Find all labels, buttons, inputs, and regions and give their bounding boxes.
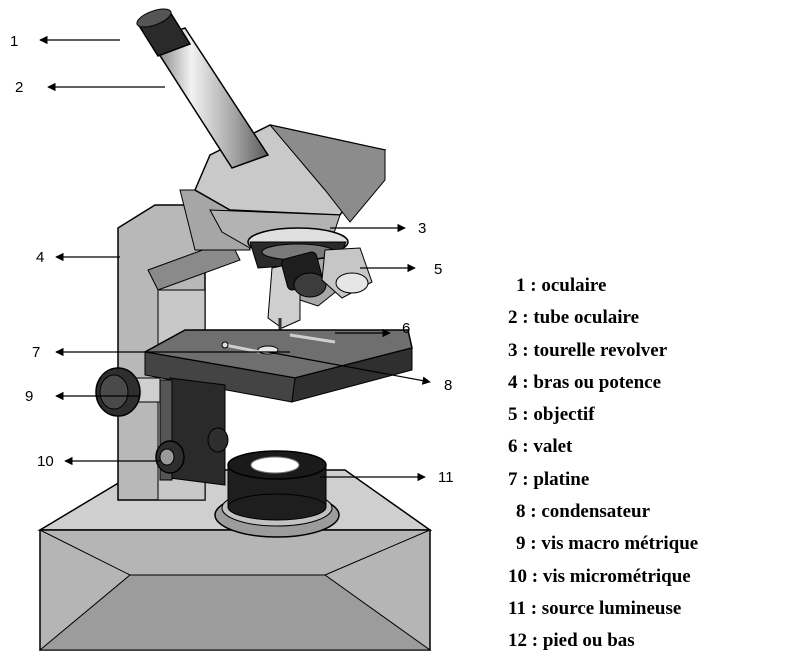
callout-5: 5 <box>434 261 442 278</box>
callout-3: 3 <box>418 220 426 237</box>
callout-6: 6 <box>402 320 410 337</box>
legend-item: 2 : tube oculaire <box>508 302 698 334</box>
objectives <box>268 248 372 338</box>
legend-item: 8 : condensateur <box>508 496 698 528</box>
legend-item: 9 : vis macro métrique <box>508 528 698 560</box>
callout-10: 10 <box>37 453 54 470</box>
legend-item: 6 : valet <box>508 431 698 463</box>
legend-item: 12 : pied ou bas <box>508 625 698 657</box>
legend: 1 : oculaire 2 : tube oculaire 3 : toure… <box>508 270 698 658</box>
legend-item: 7 : platine <box>508 464 698 496</box>
callout-2: 2 <box>15 79 23 96</box>
legend-item: 5 : objectif <box>508 399 698 431</box>
legend-item: 3 : tourelle revolver <box>508 335 698 367</box>
callout-4: 4 <box>36 249 44 266</box>
legend-item: 10 : vis micrométrique <box>508 561 698 593</box>
callout-7: 7 <box>32 344 40 361</box>
legend-item: 11 : source lumineuse <box>508 593 698 625</box>
callout-1: 1 <box>10 33 18 50</box>
light-source <box>215 451 339 537</box>
callout-11: 11 <box>438 469 454 486</box>
callout-8: 8 <box>444 377 452 394</box>
legend-item: 1 : oculaire <box>508 270 698 302</box>
legend-item: 4 : bras ou potence <box>508 367 698 399</box>
callout-9: 9 <box>25 388 33 405</box>
